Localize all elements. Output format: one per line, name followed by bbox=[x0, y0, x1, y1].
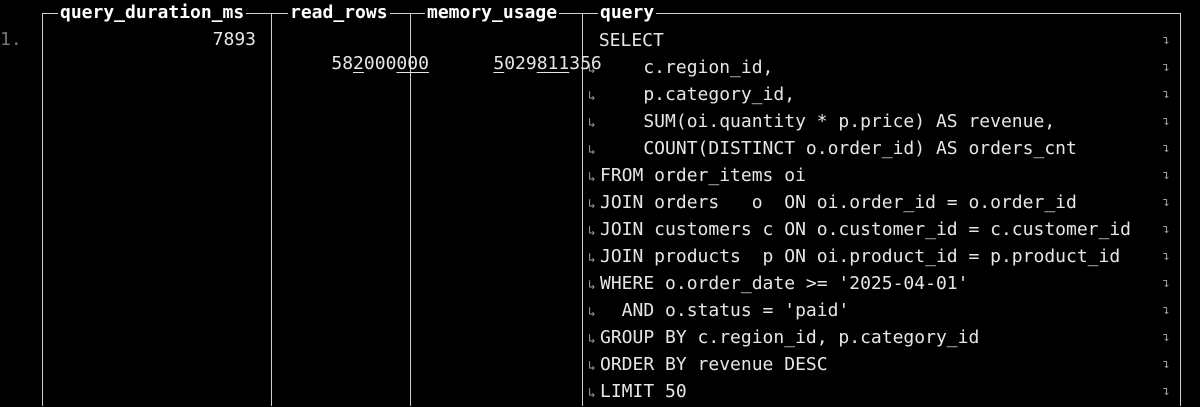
query-line-text: SELECT bbox=[588, 30, 664, 51]
digit-group: 029 bbox=[504, 53, 537, 74]
line-continuation-icon: ↳ bbox=[588, 224, 596, 239]
line-continuation-icon: ↳ bbox=[588, 143, 596, 158]
line-continuation-icon: ↳ bbox=[588, 116, 596, 131]
line-wrap-icon: ↴ bbox=[1162, 384, 1170, 399]
line-wrap-icon: ↴ bbox=[1162, 249, 1170, 264]
line-continuation-icon: ↳ bbox=[588, 305, 596, 320]
query-line: ↳ p.category_id, bbox=[588, 81, 1184, 108]
column-divider bbox=[410, 13, 411, 406]
cell-read-rows: 582000000 bbox=[288, 28, 429, 74]
column-divider bbox=[42, 13, 43, 406]
query-line-text: ORDER BY revenue DESC bbox=[600, 354, 828, 375]
query-line-text: JOIN products p ON oi.product_id = p.pro… bbox=[600, 246, 1121, 267]
query-line: SELECT bbox=[588, 27, 1184, 54]
query-line: ↳ GROUP BY c.region_id, p.category_id bbox=[588, 324, 1184, 351]
query-line: ↳ ORDER BY revenue DESC bbox=[588, 351, 1184, 378]
column-divider bbox=[582, 13, 583, 406]
column-divider bbox=[1180, 13, 1181, 406]
line-continuation-icon: ↳ bbox=[588, 359, 596, 374]
column-header-memory-usage: memory_usage bbox=[425, 1, 560, 25]
query-line-text: c.region_id, bbox=[600, 57, 774, 78]
query-line: ↳ AND o.status = 'paid' bbox=[588, 297, 1184, 324]
line-continuation-icon: ↳ bbox=[588, 278, 596, 293]
column-header-query: query bbox=[598, 1, 657, 25]
line-wrap-icon: ↴ bbox=[1162, 195, 1170, 210]
query-line: ↳ JOIN customers c ON o.customer_id = c.c… bbox=[588, 216, 1184, 243]
query-line: ↳ LIMIT 50 bbox=[588, 378, 1184, 405]
digit-group: 000 bbox=[396, 53, 429, 74]
line-wrap-icon: ↴ bbox=[1162, 303, 1170, 318]
column-divider bbox=[271, 13, 272, 406]
digit-group: 5 bbox=[493, 53, 505, 74]
line-wrap-icon: ↴ bbox=[1162, 114, 1170, 129]
query-line: ↳ COUNT(DISTINCT o.order_id) AS orders_c… bbox=[588, 135, 1184, 162]
query-line-text: COUNT(DISTINCT o.order_id) AS orders_cnt bbox=[600, 138, 1077, 159]
line-wrap-icon: ↴ bbox=[1162, 141, 1170, 156]
digit-group: 2 bbox=[353, 53, 364, 74]
query-line-text: JOIN customers c ON o.customer_id = c.cu… bbox=[600, 219, 1132, 240]
query-line: ↳ FROM order_items oi bbox=[588, 162, 1184, 189]
line-continuation-icon: ↳ bbox=[588, 386, 596, 401]
query-line: ↳ JOIN products p ON oi.product_id = p.pr… bbox=[588, 243, 1184, 270]
line-continuation-icon: ↳ bbox=[588, 170, 596, 185]
query-line-text: LIMIT 50 bbox=[600, 381, 687, 402]
query-line: ↳ SUM(oi.quantity * p.price) AS revenue, bbox=[588, 108, 1184, 135]
query-line-text: GROUP BY c.region_id, p.category_id bbox=[600, 327, 980, 348]
column-header-read-rows: read_rows bbox=[288, 1, 390, 25]
cell-memory-usage: 5029811356 bbox=[450, 28, 601, 74]
line-continuation-icon: ↳ bbox=[588, 89, 596, 104]
line-wrap-icon: ↴ bbox=[1162, 330, 1170, 345]
query-line-text: JOIN orders o ON oi.order_id = o.order_i… bbox=[600, 192, 1077, 213]
query-line: ↳ JOIN orders o ON oi.order_id = o.order_… bbox=[588, 189, 1184, 216]
line-wrap-icon: ↴ bbox=[1162, 276, 1170, 291]
line-continuation-icon: ↳ bbox=[588, 332, 596, 347]
cell-query-duration-ms: 7893 bbox=[212, 29, 256, 50]
digit-group: 356 bbox=[569, 53, 602, 74]
row-index: 1. bbox=[0, 29, 22, 50]
query-line-text: p.category_id, bbox=[600, 84, 796, 105]
query-line: ↳ c.region_id, bbox=[588, 54, 1184, 81]
query-line-text: FROM order_items oi bbox=[600, 165, 806, 186]
digit-group: 58 bbox=[331, 53, 354, 74]
line-wrap-icon: ↴ bbox=[1162, 60, 1170, 75]
line-continuation-icon: ↳ bbox=[588, 197, 596, 212]
query-line: ↳ WHERE o.order_date >= '2025-04-01' bbox=[588, 270, 1184, 297]
digit-group: 000 bbox=[363, 53, 397, 74]
digit-group: 811 bbox=[536, 53, 570, 74]
column-header-query-duration-ms: query_duration_ms bbox=[58, 1, 247, 25]
line-continuation-icon: ↳ bbox=[588, 62, 596, 77]
query-line-text: SUM(oi.quantity * p.price) AS revenue, bbox=[600, 111, 1056, 132]
line-wrap-icon: ↴ bbox=[1162, 33, 1170, 48]
line-continuation-icon: ↳ bbox=[588, 251, 596, 266]
query-line-text: WHERE o.order_date >= '2025-04-01' bbox=[600, 273, 969, 294]
line-wrap-icon: ↴ bbox=[1162, 87, 1170, 102]
line-wrap-icon: ↴ bbox=[1162, 168, 1170, 183]
query-line-text: AND o.status = 'paid' bbox=[600, 300, 850, 321]
line-wrap-icon: ↴ bbox=[1162, 222, 1170, 237]
line-wrap-icon: ↴ bbox=[1162, 357, 1170, 372]
